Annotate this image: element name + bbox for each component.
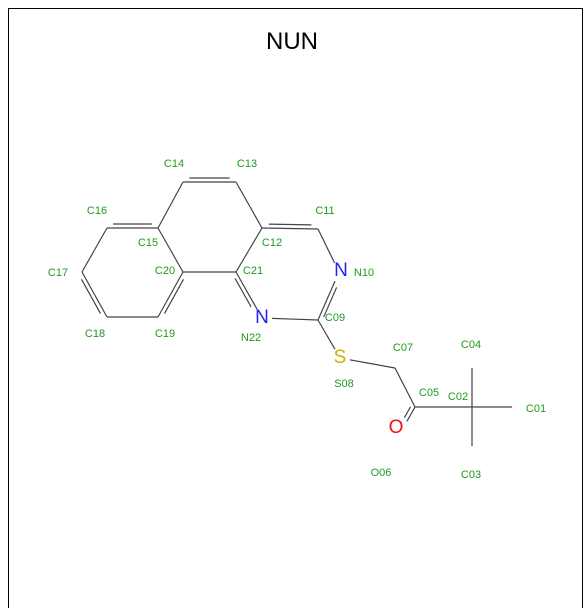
element-symbol-layer: O S N N: [255, 260, 403, 438]
atom-label-c11: C11: [315, 205, 334, 217]
bond-c16-c17: [95, 228, 108, 250]
bond-c11-c12: [262, 228, 290, 229]
bond-c07-s08: [350, 360, 373, 364]
bond-n22-c09: [272, 318, 295, 319]
bond-c05-o06-double: [407, 407, 410, 412]
bond-c05-o06: [411, 407, 415, 414]
atom-label-c17: C17: [48, 267, 68, 279]
bond-c21-c12: [249, 228, 262, 250]
element-symbol-n22: N: [255, 307, 269, 328]
bond-c19-c20-double: [164, 296, 174, 313]
atom-label-c16: C16: [87, 205, 107, 217]
atom-label-o06: O06: [371, 467, 392, 479]
bond-n10-c11: [318, 229, 326, 246]
atom-label-c19: C19: [155, 328, 175, 340]
bond-c12-c13: [236, 182, 249, 205]
bond-c05-c07: [405, 388, 415, 408]
bond-c19-c20-double: [174, 279, 184, 296]
atom-label-c04: C04: [461, 339, 481, 351]
atom-label-c21: C21: [243, 265, 263, 277]
bond-c14-c15: [171, 182, 184, 205]
bond-c16-c17: [82, 250, 95, 272]
bond-c05-o06-double: [404, 412, 407, 417]
atom-label-c12: C12: [262, 237, 282, 249]
atom-label-c09: C09: [325, 312, 345, 324]
bond-c05-c07: [395, 368, 405, 388]
bond-c21-n22-double: [235, 278, 243, 292]
atom-label-c01: C01: [526, 403, 546, 415]
bond-c05-o06: [407, 414, 411, 421]
bond-layer: [82, 178, 512, 446]
bond-c17-c18-double: [82, 279, 92, 296]
bond-c12-c13: [249, 205, 262, 228]
atom-label-c14: C14: [164, 158, 184, 170]
atom-label-c13: C13: [237, 158, 257, 170]
atom-label-n10: N10: [354, 267, 374, 279]
atom-label-c20: C20: [155, 265, 175, 277]
bond-c07-s08: [372, 364, 395, 368]
atom-label-c07: C07: [393, 342, 413, 354]
bond-c09-n10: [326, 281, 334, 300]
atom-label-c03: C03: [461, 469, 481, 481]
atom-label-c18: C18: [85, 328, 105, 340]
element-symbol-n10: N: [334, 260, 348, 281]
element-symbol-s08: S: [334, 347, 347, 368]
atom-label-c15: C15: [138, 237, 158, 249]
atom-label-c05: C05: [419, 387, 439, 399]
bond-c20-c15: [158, 228, 171, 250]
bond-c14-c15: [158, 205, 171, 228]
bond-c11-c12: [290, 229, 318, 230]
bond-n22-c09: [295, 319, 318, 320]
atom-label-n22: N22: [241, 332, 261, 344]
bond-c17-c18-double: [91, 296, 101, 313]
bond-c21-n22-double: [243, 293, 251, 307]
atom-label-s08: S08: [334, 378, 354, 390]
element-symbol-o06: O: [389, 417, 404, 438]
atom-label-c02: C02: [448, 391, 468, 403]
